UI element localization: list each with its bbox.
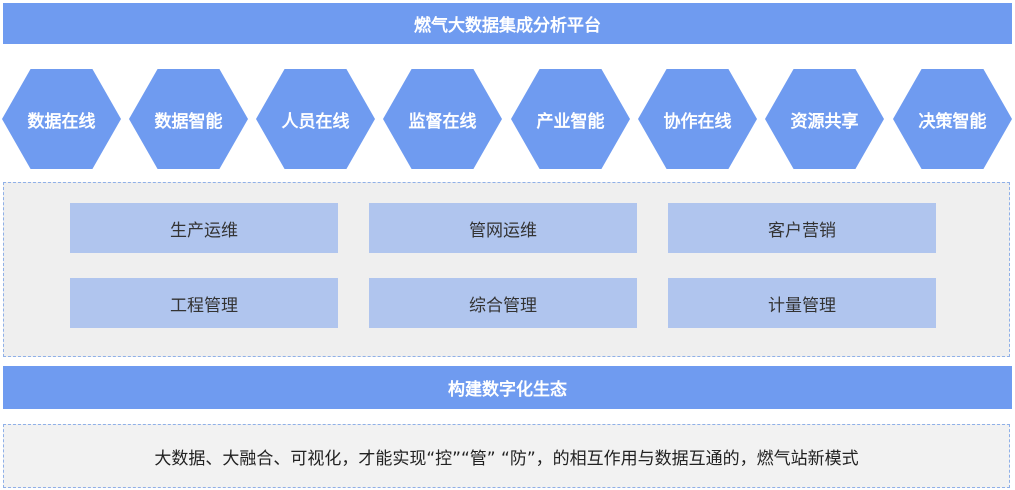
module-label: 生产运维 bbox=[170, 220, 238, 241]
module-box: 管网运维 bbox=[369, 203, 637, 253]
module-panel: 生产运维 管网运维 客户营销 工程管理 综合管理 计量管理 bbox=[3, 182, 1010, 357]
module-label: 客户营销 bbox=[768, 220, 836, 241]
ecosystem-title-bar: 构建数字化生态 bbox=[3, 366, 1012, 409]
capability-label: 资源共享 bbox=[790, 111, 859, 132]
platform-title-bar: 燃气大数据集成分析平台 bbox=[3, 3, 1012, 44]
capability-label: 监督在线 bbox=[408, 111, 477, 132]
capability-label: 协作在线 bbox=[663, 111, 732, 132]
module-label: 工程管理 bbox=[170, 295, 238, 316]
module-label: 综合管理 bbox=[469, 295, 537, 316]
capability-hexagon: 决策智能 bbox=[893, 69, 1012, 169]
capability-hexagon: 资源共享 bbox=[765, 69, 884, 169]
capability-label: 数据智能 bbox=[154, 111, 223, 132]
capability-hexagon: 数据在线 bbox=[2, 69, 121, 169]
module-box: 计量管理 bbox=[668, 278, 936, 328]
module-box: 生产运维 bbox=[70, 203, 338, 253]
capability-label: 产业智能 bbox=[536, 111, 605, 132]
summary-panel: 大数据、大融合、可视化，才能实现“控”“管” “防”，的相互作用与数据互通的，燃… bbox=[3, 424, 1010, 488]
capability-row: 数据在线 数据智能 人员在线 监督在线 产业智能 协作在线 资源共享 决策智能 bbox=[0, 69, 1015, 169]
capability-hexagon: 监督在线 bbox=[383, 69, 502, 169]
capability-hexagon: 数据智能 bbox=[129, 69, 248, 169]
capability-hexagon: 协作在线 bbox=[638, 69, 757, 169]
ecosystem-title: 构建数字化生态 bbox=[448, 380, 567, 400]
capability-label: 决策智能 bbox=[918, 111, 987, 132]
module-box: 综合管理 bbox=[369, 278, 637, 328]
module-label: 计量管理 bbox=[768, 295, 836, 316]
module-label: 管网运维 bbox=[469, 220, 537, 241]
capability-hexagon: 产业智能 bbox=[511, 69, 630, 169]
module-box: 客户营销 bbox=[668, 203, 936, 253]
capability-hexagon: 人员在线 bbox=[256, 69, 375, 169]
platform-title: 燃气大数据集成分析平台 bbox=[414, 16, 601, 36]
capability-label: 数据在线 bbox=[27, 111, 96, 132]
module-box: 工程管理 bbox=[70, 278, 338, 328]
summary-text: 大数据、大融合、可视化，才能实现“控”“管” “防”，的相互作用与数据互通的，燃… bbox=[154, 448, 859, 469]
capability-label: 人员在线 bbox=[281, 111, 350, 132]
